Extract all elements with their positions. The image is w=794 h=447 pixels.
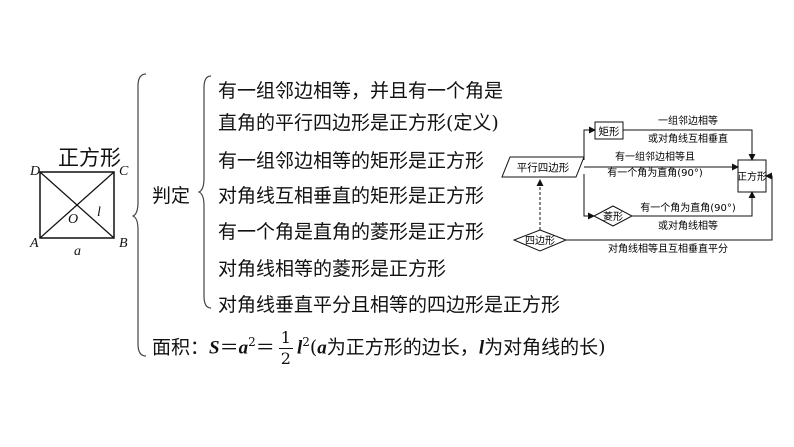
rhombus-text: 菱形	[603, 211, 623, 223]
area-eq1: ＝	[219, 336, 239, 359]
center-o-label: O	[68, 212, 79, 227]
para-to-rhombus-arrow	[583, 174, 595, 220]
area-eq2: ＝	[255, 336, 275, 359]
vertex-d-label: D	[30, 164, 41, 179]
area-s: S	[209, 337, 220, 359]
diagonal-l-label: l	[97, 205, 101, 220]
criterion-7: 对角线垂直平分且相等的四边形是正方形	[218, 294, 561, 316]
vertex-a-label: A	[30, 236, 39, 251]
side-a-label: a	[74, 244, 81, 259]
quadrilateral-text: 四边形	[525, 235, 555, 247]
parallelogram-node	[501, 156, 585, 178]
criterion-5: 有一个角是直角的菱形是正方形	[218, 221, 485, 243]
quad-to-square-arrow	[566, 172, 773, 241]
square-title: 正方形	[58, 146, 121, 170]
para-cond-2: 有一个角为直角(90°)	[607, 166, 703, 179]
area-open-paren: (	[309, 336, 318, 359]
rect-cond-1: 一组邻边相等	[658, 114, 718, 127]
area-end-text: 为对角线的长)	[484, 336, 606, 359]
rect-to-square-arrow	[623, 129, 756, 161]
vertex-c-label: C	[119, 164, 129, 179]
area-a-exponent: 2	[248, 335, 256, 350]
criterion-6: 对角线相等的菱形是正方形	[218, 258, 447, 280]
rhombus-to-square-arrow	[632, 191, 756, 217]
rect-cond-2: 或对角线互相垂直	[648, 132, 728, 145]
rectangle-text: 矩形	[599, 125, 620, 138]
area-prefix: 面积：	[152, 336, 210, 359]
area-l-exponent: 2	[302, 335, 310, 350]
quad-cond: 对角线相等且互相垂直平分	[608, 242, 728, 255]
diagonal-ca	[39, 171, 115, 239]
square-figure	[39, 171, 115, 239]
square-text: 正方形	[737, 170, 767, 183]
rhombus-node	[592, 205, 634, 227]
fraction-numerator: 1	[278, 328, 293, 349]
area-l2: l	[478, 337, 485, 359]
inner-brace	[198, 75, 212, 309]
para-to-rect-arrow	[583, 126, 596, 160]
quadrilateral-node	[512, 229, 568, 252]
fraction-denominator: 2	[280, 349, 291, 368]
para-cond-1: 有一组邻边相等且	[615, 150, 695, 163]
criterion-1: 有一组邻边相等，并且有一个角是	[218, 80, 504, 102]
judge-label: 判定	[152, 185, 191, 207]
outer-brace	[132, 73, 147, 357]
rhombus-cond-2: 或对角线相等	[658, 219, 718, 232]
parallelogram-text: 平行四边形	[517, 161, 570, 174]
square-outline	[39, 171, 115, 239]
rhombus-cond-1: 有一个角为直角(90°)	[640, 201, 736, 214]
area-mid-text: 为正方形的边长，	[326, 336, 479, 359]
area-a: a	[238, 337, 249, 359]
area-a2: a	[317, 337, 327, 359]
criterion-2: 直角的平行四边形是正方形(定义)	[218, 112, 499, 134]
criterion-3: 有一组邻边相等的矩形是正方形	[218, 150, 485, 172]
criterion-4: 对角线互相垂直的矩形是正方形	[218, 185, 485, 207]
area-l: l	[296, 337, 303, 359]
vertex-b-label: B	[119, 236, 128, 251]
